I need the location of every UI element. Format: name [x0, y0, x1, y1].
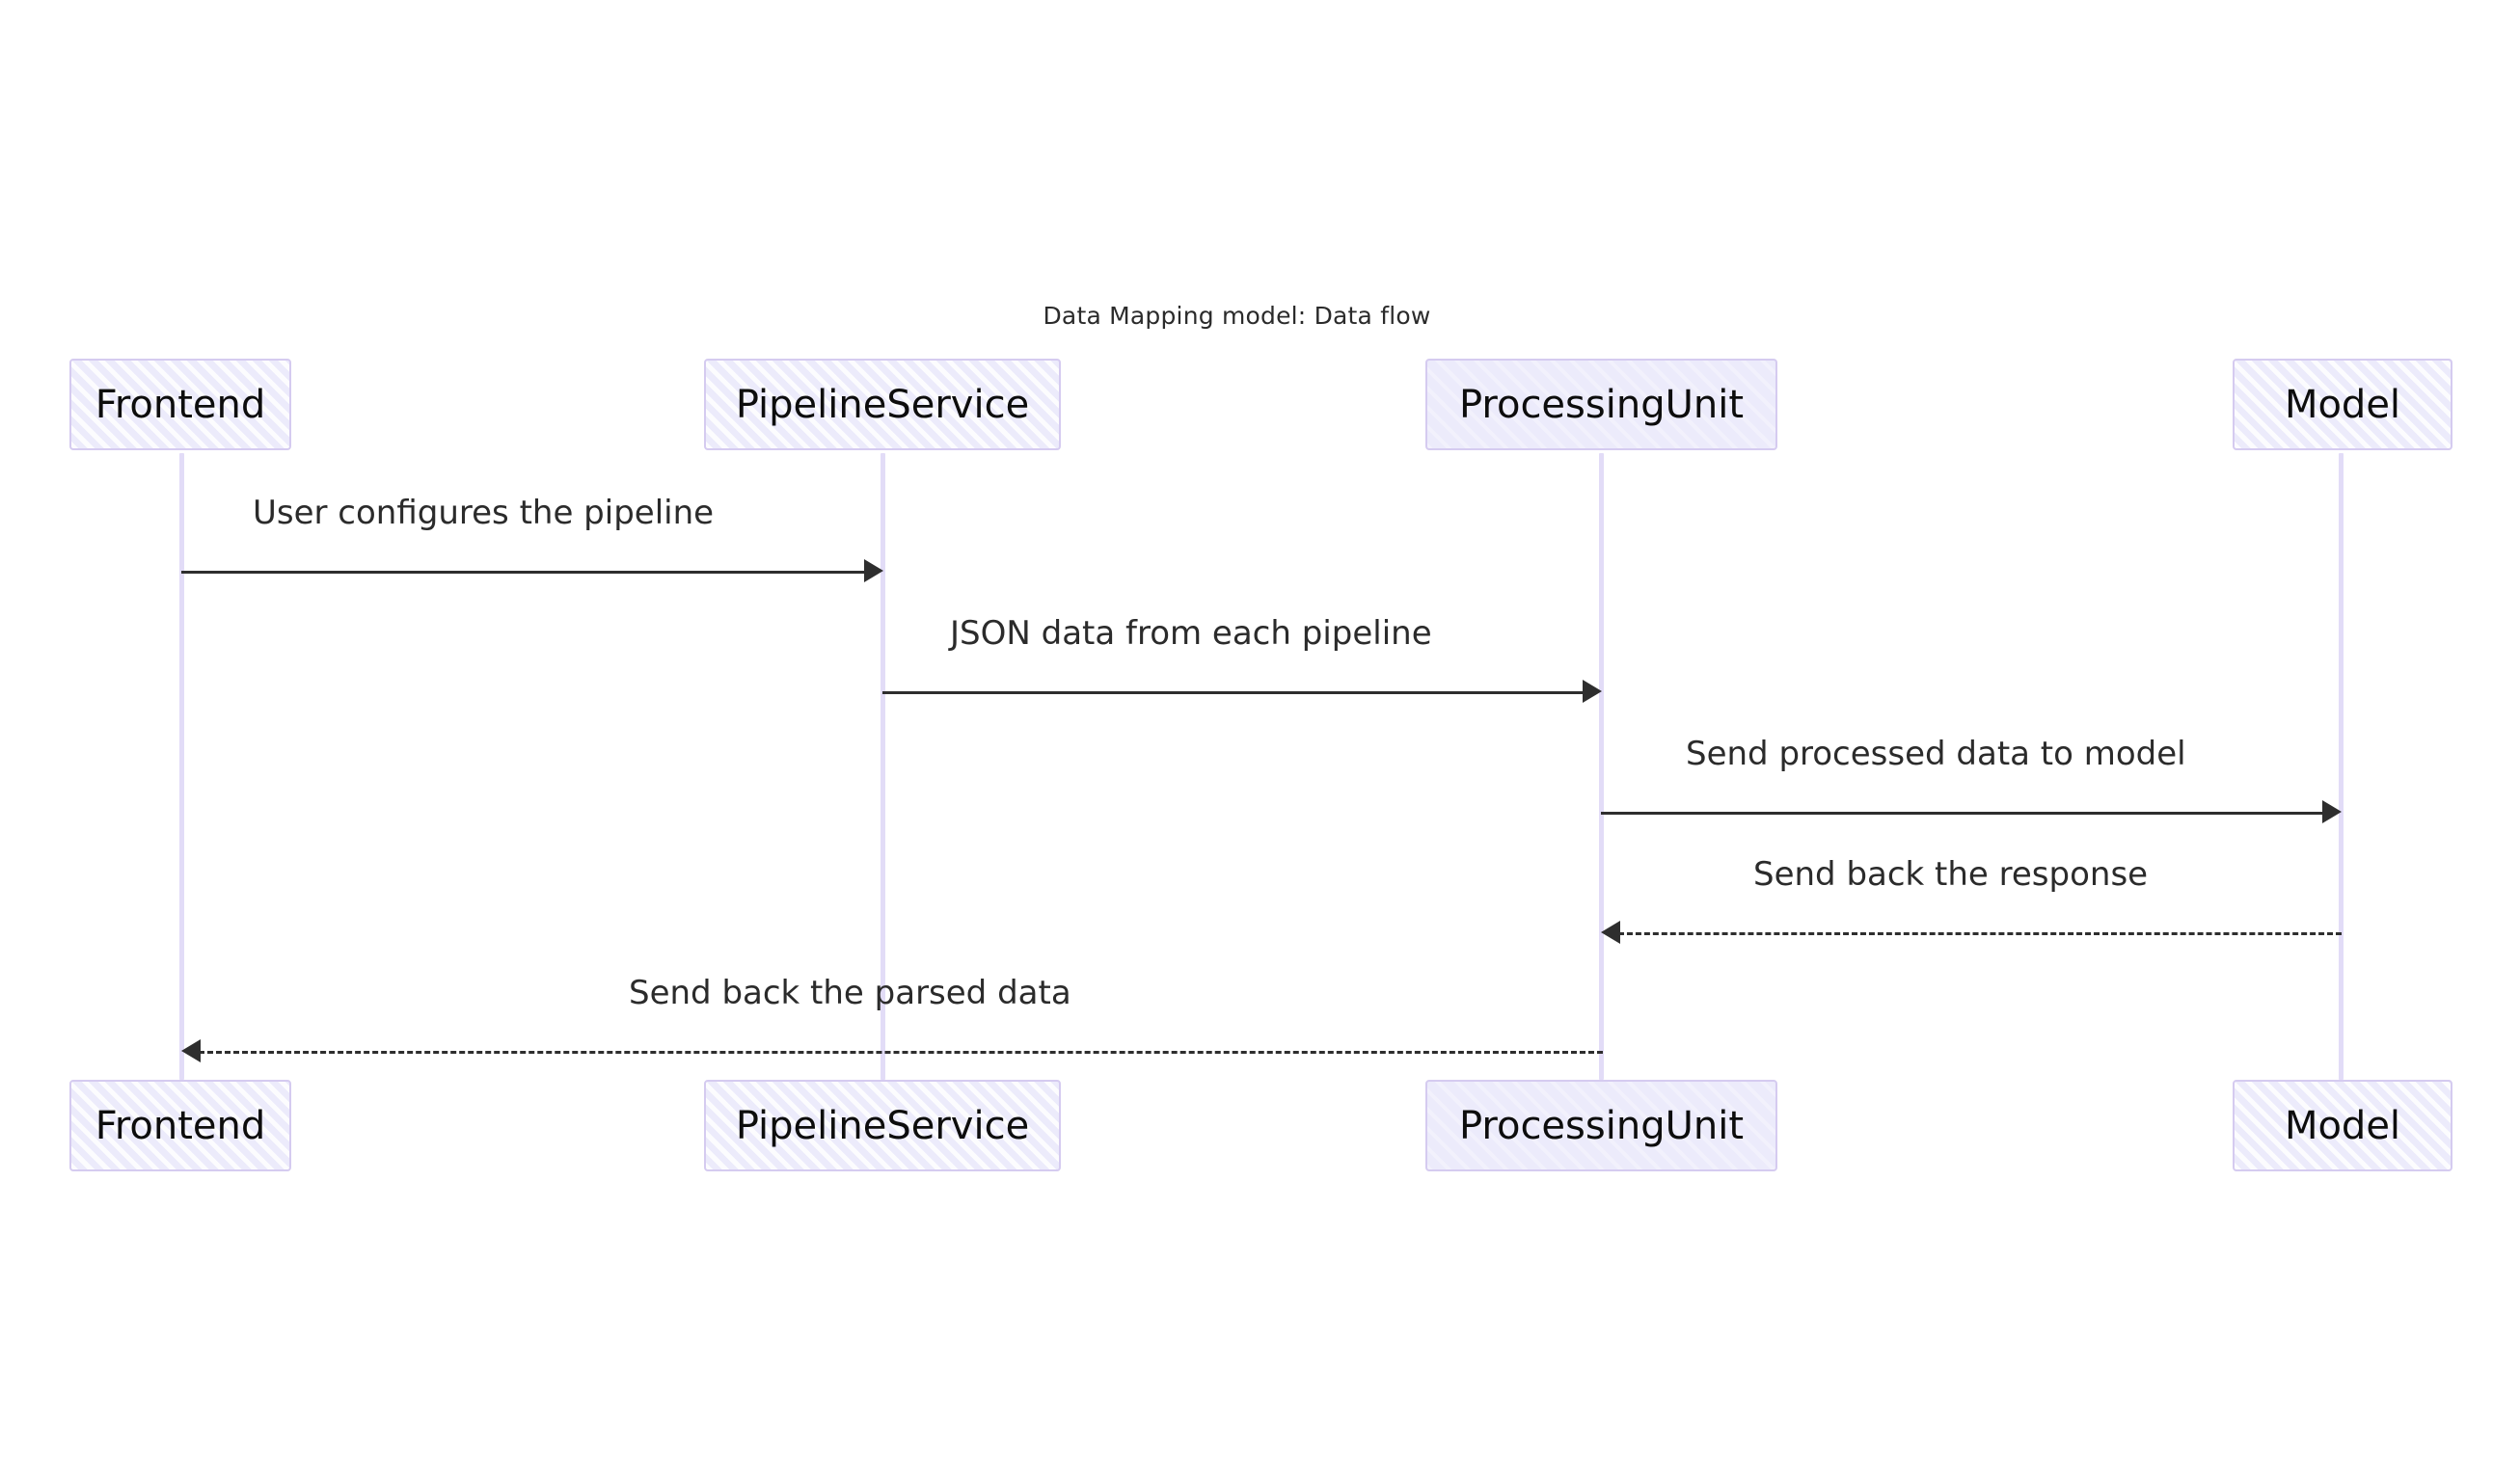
- participant-label-frontend-top: Frontend: [95, 382, 266, 427]
- message-arrowhead-5: [181, 1039, 201, 1062]
- message-label-4: Send back the response: [1753, 855, 2149, 894]
- participant-label-pipelineservice-top: PipelineService: [735, 382, 1030, 427]
- message-arrowhead-4: [1601, 921, 1620, 944]
- participant-box-processingunit-bottom[interactable]: ProcessingUnit: [1425, 1080, 1777, 1171]
- participant-box-frontend-top[interactable]: Frontend: [69, 359, 291, 450]
- participant-label-frontend-bottom: Frontend: [95, 1103, 266, 1148]
- diagram-title: Data Mapping model: Data flow: [0, 302, 2520, 330]
- lifeline-processingunit: [1599, 453, 1604, 1080]
- participant-box-model-top[interactable]: Model: [2233, 359, 2452, 450]
- message-label-5: Send back the parsed data: [629, 974, 1071, 1012]
- diagram-title-text: Data Mapping model: Data flow: [1043, 302, 1431, 330]
- lifeline-frontend: [179, 453, 184, 1080]
- message-line-5: [199, 1051, 1603, 1054]
- participant-label-processingunit-top: ProcessingUnit: [1458, 382, 1745, 427]
- message-label-2: JSON data from each pipeline: [950, 614, 1432, 653]
- participant-box-pipelineservice-bottom[interactable]: PipelineService: [704, 1080, 1061, 1171]
- message-line-1: [181, 571, 866, 574]
- participant-label-model-top: Model: [2284, 382, 2401, 427]
- participant-label-pipelineservice-bottom: PipelineService: [735, 1103, 1030, 1148]
- message-line-4: [1618, 932, 2342, 935]
- participant-label-model-bottom: Model: [2284, 1103, 2401, 1148]
- participant-box-processingunit-top[interactable]: ProcessingUnit: [1425, 359, 1777, 450]
- participant-box-model-bottom[interactable]: Model: [2233, 1080, 2452, 1171]
- message-arrowhead-2: [1583, 680, 1602, 703]
- participant-box-pipelineservice-top[interactable]: PipelineService: [704, 359, 1061, 450]
- participant-box-frontend-bottom[interactable]: Frontend: [69, 1080, 291, 1171]
- message-arrowhead-1: [864, 559, 883, 582]
- message-label-3: Send processed data to model: [1686, 735, 2186, 773]
- message-line-3: [1601, 812, 2324, 815]
- message-label-1: User configures the pipeline: [253, 494, 715, 532]
- message-line-2: [882, 691, 1585, 694]
- message-arrowhead-3: [2322, 800, 2342, 823]
- lifeline-model: [2339, 453, 2344, 1080]
- lifeline-pipelineservice: [881, 453, 885, 1080]
- participant-label-processingunit-bottom: ProcessingUnit: [1458, 1103, 1745, 1148]
